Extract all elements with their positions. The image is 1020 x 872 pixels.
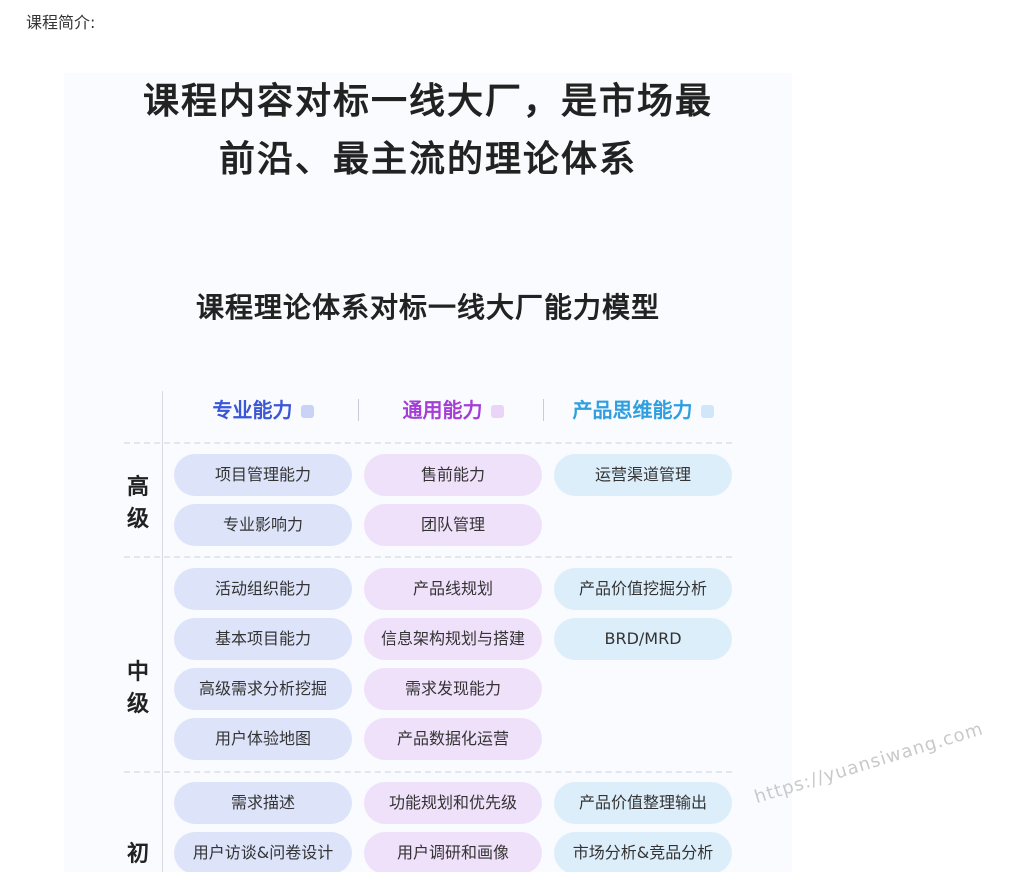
course-intro-label: 课程简介: (26, 13, 96, 32)
skill-pill: 用户调研和画像 (364, 832, 542, 872)
poster-subheadline: 课程理论体系对标一线大厂能力模型 (195, 291, 660, 324)
skill-pill: 产品价值挖掘分析 (554, 568, 732, 610)
column-header-general: 通用能力 (364, 393, 542, 427)
skill-pill: 用户体验地图 (174, 718, 352, 760)
row-separator (124, 556, 732, 558)
skill-pill: 功能规划和优先级 (364, 782, 542, 824)
skill-pill: 团队管理 (364, 504, 542, 546)
column-header-product-thinking: 产品思维能力 (550, 393, 736, 427)
level-label-advanced: 高级 (126, 475, 149, 532)
skill-pill: 基本项目能力 (174, 618, 352, 660)
skill-pill: 市场分析&竞品分析 (554, 832, 732, 872)
row-separator (124, 771, 732, 773)
column-square-marker (300, 405, 314, 418)
column-square-marker (490, 405, 504, 418)
skill-pill: 产品价值整理输出 (554, 782, 732, 824)
column-header-label: 产品思维能力 (572, 398, 693, 422)
level-label-intermediate: 中级 (126, 660, 149, 717)
skill-pill: 需求发现能力 (364, 668, 542, 710)
skill-pill: 用户访谈&问卷设计 (174, 832, 352, 872)
column-square-marker (700, 405, 714, 418)
course-poster-image: 课程内容对标一线大厂，是市场最 前沿、最主流的理论体系 课程理论体系对标一线大厂… (64, 73, 792, 872)
skill-pill: 信息架构规划与搭建 (364, 618, 542, 660)
column-separator (358, 399, 359, 421)
skill-pill: BRD/MRD (554, 618, 732, 660)
skill-pill: 项目管理能力 (174, 454, 352, 496)
level-label-beginner: 初 (126, 842, 149, 867)
skill-pill: 售前能力 (364, 454, 542, 496)
column-header-professional: 专业能力 (174, 393, 352, 427)
skill-pill: 产品数据化运营 (364, 718, 542, 760)
column-header-label: 通用能力 (402, 398, 483, 422)
level-divider-line (162, 391, 163, 872)
skill-pill: 活动组织能力 (174, 568, 352, 610)
skill-pill: 高级需求分析挖掘 (174, 668, 352, 710)
skill-pill: 运营渠道管理 (554, 454, 732, 496)
poster-headline-line2: 前沿、最主流的理论体系 (218, 139, 637, 180)
row-separator (124, 442, 732, 444)
poster-headline-line1: 课程内容对标一线大厂，是市场最 (142, 81, 713, 122)
column-header-label: 专业能力 (212, 398, 293, 422)
skill-pill: 需求描述 (174, 782, 352, 824)
column-separator (543, 399, 544, 421)
skill-pill: 专业影响力 (174, 504, 352, 546)
skill-pill: 产品线规划 (364, 568, 542, 610)
